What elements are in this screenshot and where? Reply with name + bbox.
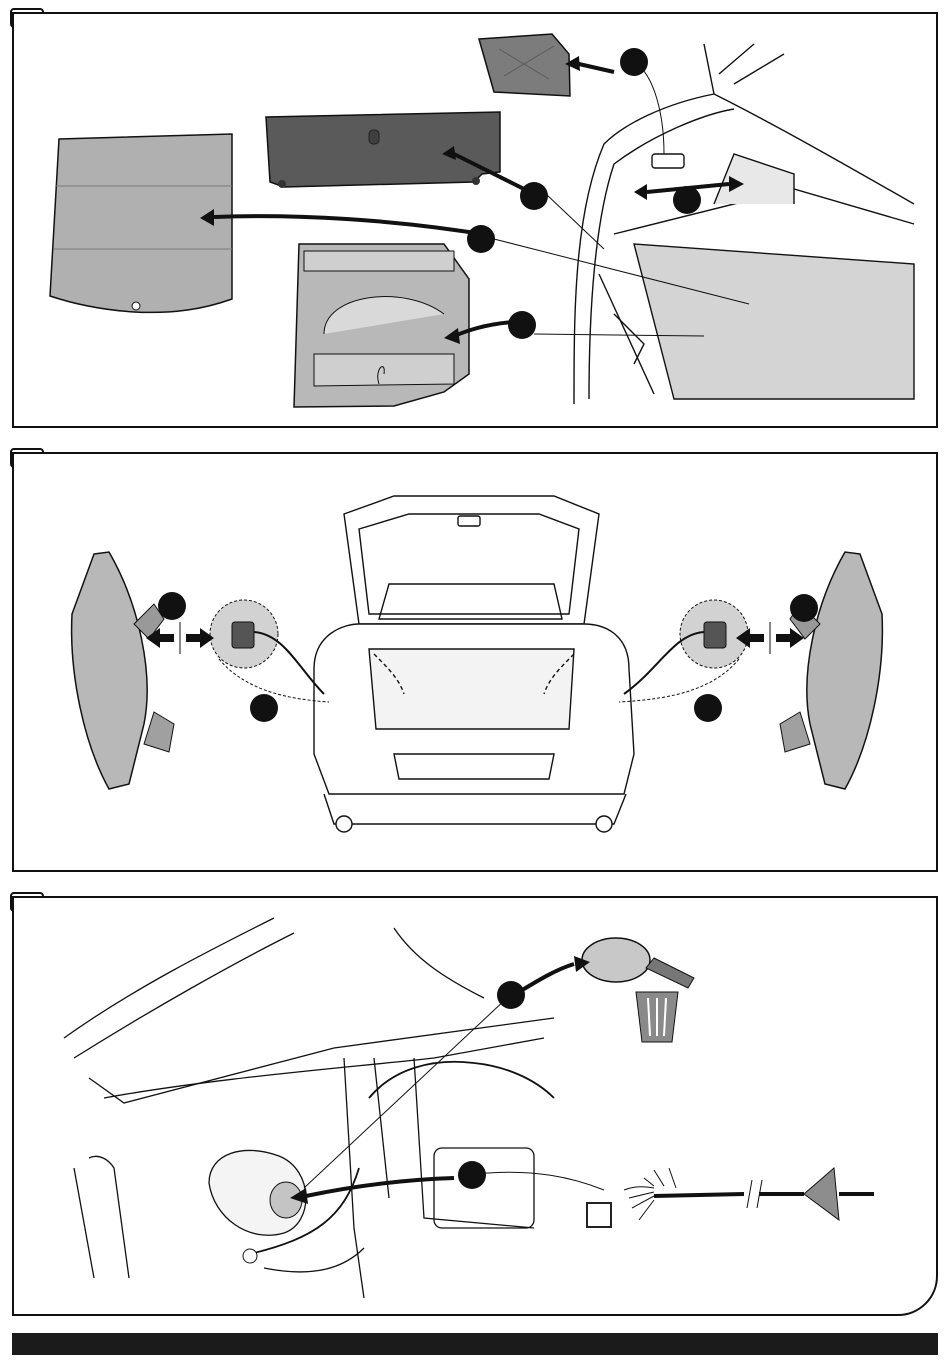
callout-dot [694, 694, 722, 722]
arrow-icon [186, 628, 214, 648]
step-1-illustration [14, 14, 940, 430]
removed-plug [582, 938, 650, 982]
callout-dot [520, 182, 548, 210]
callout-dot [467, 225, 495, 253]
arrow-icon [634, 184, 647, 200]
harness-legend-box [586, 1202, 612, 1228]
step-3-illustration [14, 898, 940, 1318]
wire-harness-grommet [624, 1168, 874, 1220]
callout-dot [158, 592, 186, 620]
callout-dot [620, 48, 648, 76]
callout-dot [673, 186, 701, 214]
callout-dot [458, 1161, 486, 1189]
callout-dot [790, 594, 818, 622]
right-connector-zoom [619, 600, 748, 702]
step-3-panel [12, 896, 938, 1316]
step-2-illustration [14, 454, 940, 874]
step-1-panel [12, 12, 938, 428]
foam-tool-tray [294, 244, 469, 407]
car-rear-view [314, 496, 634, 832]
callout-dot [508, 311, 536, 339]
right-tail-lamp [780, 552, 882, 789]
left-tail-lamp [72, 552, 174, 789]
callout-dot [250, 694, 278, 722]
side-trim-cover [479, 34, 570, 96]
left-connector-zoom [210, 600, 329, 702]
connector-icon [232, 622, 254, 648]
step-3-leaders [304, 998, 604, 1190]
connector-icon [704, 622, 726, 648]
rear-shelf-panel [266, 112, 500, 188]
callout-dot [497, 981, 525, 1009]
ground-bolt [243, 1249, 257, 1263]
trunk-side-panel [64, 918, 554, 1298]
trunk-floor-cover [50, 134, 232, 312]
footer-bar [12, 1333, 938, 1355]
trunk-interior [574, 44, 914, 404]
grommet-icon [804, 1168, 839, 1220]
step-3-arrow-heads [290, 956, 590, 1204]
step-2-panel [12, 452, 938, 872]
